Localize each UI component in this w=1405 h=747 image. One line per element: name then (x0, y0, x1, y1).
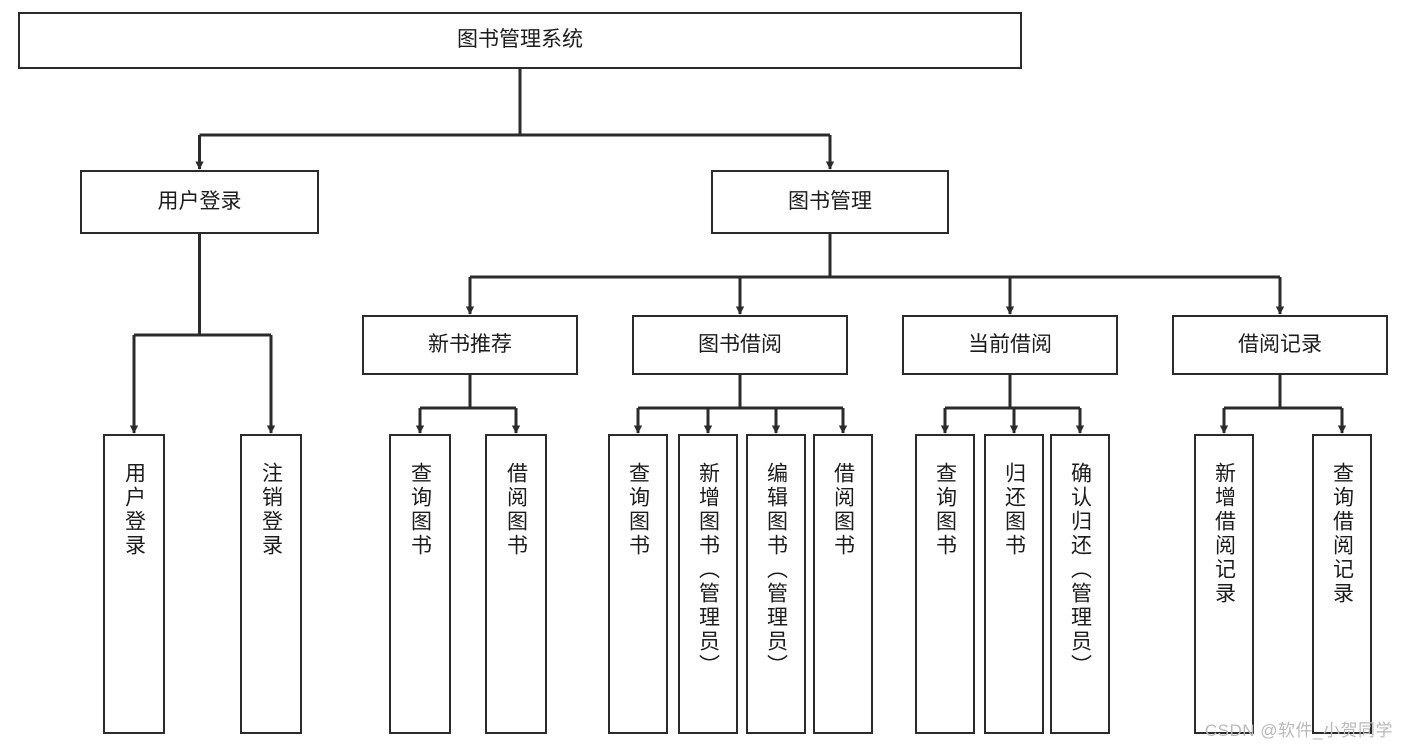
node-current-borrow[interactable]: 当前借阅 (902, 315, 1118, 375)
node-leaf-query-book-2[interactable]: 查询图书 (608, 434, 668, 734)
node-label: 查询图书 (408, 462, 432, 558)
node-leaf-user-login[interactable]: 用户登录 (103, 434, 165, 734)
node-leaf-query-record[interactable]: 查询借阅记录 (1312, 434, 1372, 734)
node-root[interactable]: 图书管理系统 (18, 12, 1022, 69)
node-borrow-record[interactable]: 借阅记录 (1172, 315, 1388, 375)
node-leaf-query-book-3[interactable]: 查询图书 (915, 434, 975, 734)
node-leaf-borrow-book-2[interactable]: 借阅图书 (813, 434, 873, 734)
node-label: 图书管理系统 (457, 28, 583, 52)
node-label: 借阅图书 (831, 462, 855, 558)
node-label: 归还图书 (1002, 462, 1026, 558)
node-label: 查询借阅记录 (1330, 462, 1354, 606)
node-label: 新增借阅记录 (1212, 462, 1236, 606)
node-label: 图书借阅 (698, 332, 782, 356)
node-leaf-edit-book[interactable]: 编辑图书（管理员） (746, 434, 806, 734)
node-label: 用户登录 (157, 189, 242, 213)
node-label: 确认归还（管理员） (1068, 462, 1092, 678)
node-label: 当前借阅 (968, 332, 1052, 356)
node-leaf-confirm-return[interactable]: 确认归还（管理员） (1050, 434, 1110, 734)
node-leaf-logout[interactable]: 注销登录 (240, 434, 302, 734)
node-new-book-rec[interactable]: 新书推荐 (362, 315, 578, 375)
node-book-borrow[interactable]: 图书借阅 (632, 315, 848, 375)
node-label: 新增图书（管理员） (696, 462, 720, 678)
node-label: 查询图书 (626, 462, 650, 558)
node-label: 借阅记录 (1238, 332, 1322, 356)
node-book-mgmt[interactable]: 图书管理 (711, 170, 949, 234)
node-leaf-borrow-book-1[interactable]: 借阅图书 (485, 434, 547, 734)
node-leaf-return-book[interactable]: 归还图书 (984, 434, 1044, 734)
node-label: 查询图书 (933, 462, 957, 558)
node-leaf-query-book-1[interactable]: 查询图书 (389, 434, 451, 734)
node-label: 新书推荐 (428, 332, 512, 356)
node-leaf-add-book[interactable]: 新增图书（管理员） (678, 434, 738, 734)
node-label: 注销登录 (259, 462, 283, 558)
node-label: 用户登录 (122, 462, 146, 558)
node-user-login[interactable]: 用户登录 (80, 170, 319, 234)
node-label: 借阅图书 (504, 462, 528, 558)
node-leaf-add-record[interactable]: 新增借阅记录 (1194, 434, 1254, 734)
node-label: 编辑图书（管理员） (764, 462, 788, 678)
edge-group (129, 69, 1347, 434)
node-label: 图书管理 (788, 189, 872, 213)
